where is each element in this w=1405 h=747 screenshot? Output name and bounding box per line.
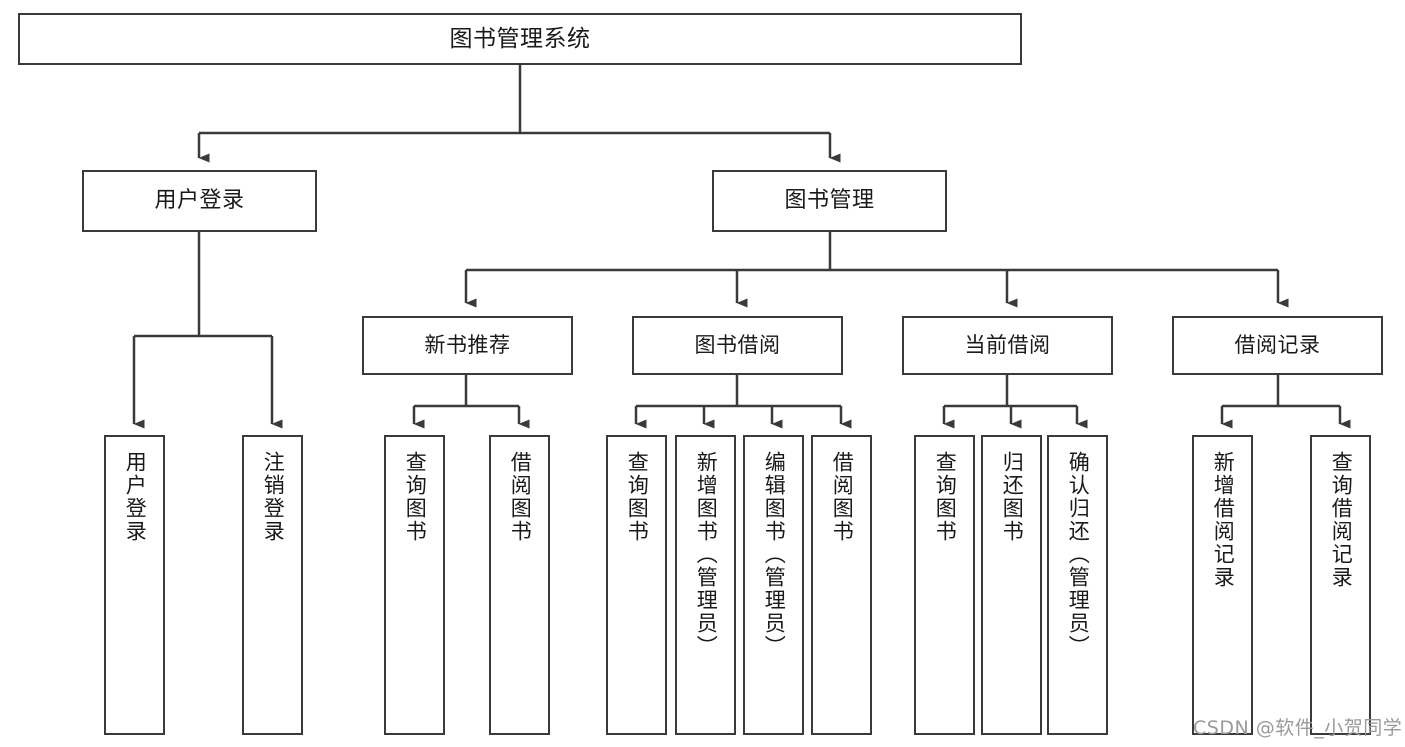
node-borrow-record[interactable]: 借阅记录 xyxy=(1172,316,1383,375)
node-label: 用户登录 xyxy=(154,188,245,214)
node-label: 确认归还（管理员） xyxy=(1066,451,1091,658)
node-leaf-edit-book-admin[interactable]: 编辑图书（管理员） xyxy=(743,435,804,735)
node-book-borrow[interactable]: 图书借阅 xyxy=(632,316,843,375)
node-leaf-borrow-book-recommend[interactable]: 借阅图书 xyxy=(489,435,550,735)
node-label: 图书借阅 xyxy=(694,333,781,358)
node-leaf-add-book-admin[interactable]: 新增图书（管理员） xyxy=(675,435,736,735)
node-label: 注销登录 xyxy=(261,451,286,543)
node-leaf-query-book-borrow[interactable]: 查询图书 xyxy=(606,435,667,735)
node-leaf-logout-login[interactable]: 注销登录 xyxy=(242,435,303,735)
node-label: 新增借阅记录 xyxy=(1211,451,1236,589)
node-label: 查询图书 xyxy=(403,451,428,543)
node-label: 归还图书 xyxy=(1000,451,1025,543)
node-label: 图书管理 xyxy=(784,188,875,214)
node-book-management[interactable]: 图书管理 xyxy=(712,170,947,232)
node-leaf-user-login[interactable]: 用户登录 xyxy=(104,435,165,735)
node-current-borrow[interactable]: 当前借阅 xyxy=(902,316,1113,375)
node-label: 查询图书 xyxy=(933,451,958,543)
node-label: 图书管理系统 xyxy=(449,25,591,52)
node-leaf-add-borrow-record[interactable]: 新增借阅记录 xyxy=(1192,435,1253,735)
node-leaf-borrow-book[interactable]: 借阅图书 xyxy=(811,435,872,735)
node-label: 查询图书 xyxy=(625,451,650,543)
node-label: 借阅图书 xyxy=(508,451,533,543)
node-label: 借阅记录 xyxy=(1234,333,1321,358)
node-leaf-query-book-current[interactable]: 查询图书 xyxy=(914,435,975,735)
node-leaf-query-borrow-record[interactable]: 查询借阅记录 xyxy=(1310,435,1371,735)
node-leaf-confirm-return-admin[interactable]: 确认归还（管理员） xyxy=(1047,435,1108,735)
node-label: 编辑图书（管理员） xyxy=(762,451,787,658)
node-root-book-management-system[interactable]: 图书管理系统 xyxy=(18,13,1022,65)
node-leaf-return-book[interactable]: 归还图书 xyxy=(981,435,1042,735)
node-leaf-query-book-recommend[interactable]: 查询图书 xyxy=(384,435,445,735)
node-user-login[interactable]: 用户登录 xyxy=(82,170,317,232)
node-new-book-recommend[interactable]: 新书推荐 xyxy=(362,316,573,375)
node-label: 新书推荐 xyxy=(424,333,511,358)
node-label: 当前借阅 xyxy=(964,333,1051,358)
node-label: 借阅图书 xyxy=(830,451,855,543)
node-label: 用户登录 xyxy=(123,451,148,543)
node-label: 新增图书（管理员） xyxy=(694,451,719,658)
csdn-watermark: CSDN @软件_小贺同学 xyxy=(1193,717,1403,739)
node-label: 查询借阅记录 xyxy=(1329,451,1354,589)
